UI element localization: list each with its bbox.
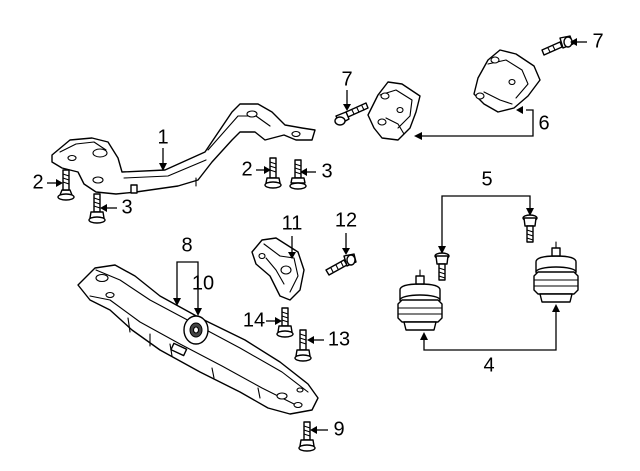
callout-3-left: 3 [121,196,132,218]
callout-13: 13 [328,328,350,350]
callout-7-left: 7 [341,68,352,90]
callout-5: 5 [481,168,492,190]
callout-3-right: 3 [321,160,332,182]
leader-13 [307,336,324,344]
callout-1: 1 [157,126,168,148]
leader-14 [266,317,282,325]
part-1-crossmember[interactable] [51,103,316,195]
callout-2-right: 2 [241,158,252,180]
part-2-bolt-right[interactable] [264,157,282,189]
leader-12 [342,233,350,255]
callout-8: 8 [181,234,192,256]
part-12-bolt[interactable] [325,253,357,276]
callout-7-right: 7 [592,30,603,52]
part-7-bolt-left[interactable] [334,102,369,126]
part-11-bracket[interactable] [251,237,305,301]
leader-7-left [343,90,351,111]
leader-2-right [256,166,271,174]
callout-6: 6 [538,112,549,134]
leader-4 [420,304,560,351]
part-9-bolt[interactable] [298,421,316,452]
part-10-bushing[interactable] [183,315,209,345]
part-14-bolt[interactable] [276,307,294,338]
part-3-bolt-left[interactable] [88,193,106,224]
leader-11 [288,236,296,259]
callout-10: 10 [192,272,214,294]
part-4-mount-left[interactable] [397,269,443,331]
leader-2-left [47,179,63,187]
leader-7-right [570,38,587,46]
callout-9: 9 [333,418,344,440]
part-2-bolt-left[interactable] [57,169,75,201]
leader-3-left [100,204,117,212]
callout-11: 11 [282,212,303,234]
part-5-bolt-left[interactable] [434,252,450,281]
callout-4: 4 [483,354,494,376]
part-6-bracket-right[interactable] [473,49,541,113]
leader-8-10 [173,261,202,316]
leader-6 [414,106,534,140]
part-3-bolt-right[interactable] [289,159,307,190]
leader-9 [310,426,328,434]
callout-2-left: 2 [32,171,43,193]
callout-12: 12 [335,209,357,231]
leader-5 [438,195,534,254]
part-7-bolt-right[interactable] [541,35,574,56]
callout-14: 14 [243,309,265,331]
part-13-bolt[interactable] [294,329,312,362]
part-4-mount-right[interactable] [533,241,579,303]
part-5-bolt-right[interactable] [522,214,538,243]
leader-1 [159,148,167,171]
part-6-bracket-left[interactable] [367,81,421,141]
leader-3-right [300,168,316,176]
